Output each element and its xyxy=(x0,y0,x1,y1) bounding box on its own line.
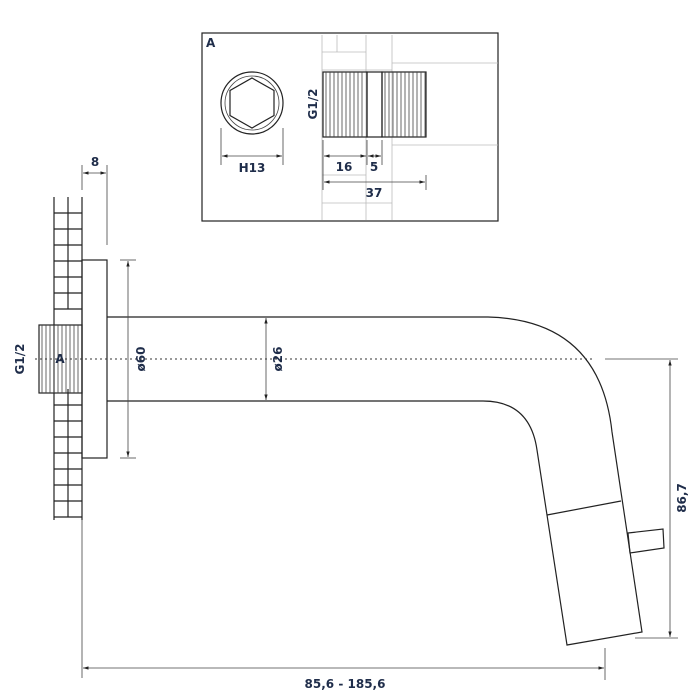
rosette-depth-dim: 8 xyxy=(91,155,99,169)
dim-16: 16 xyxy=(336,160,353,174)
hex-socket-icon xyxy=(220,71,284,135)
aerator-band xyxy=(546,500,622,516)
threaded-fitting xyxy=(322,71,427,138)
detail-a-box: A H13 G1/2 16 5 37 xyxy=(201,32,499,222)
pipe-diameter-dim: ø26 xyxy=(271,347,285,372)
spout-body xyxy=(107,316,643,646)
projection-dim: 85,6 - 185,6 xyxy=(305,677,386,691)
dim-5: 5 xyxy=(370,160,378,174)
rosette-diameter-dim: ø60 xyxy=(134,347,148,372)
height-dim: 86,7 xyxy=(675,483,689,513)
spout-knob xyxy=(627,528,665,554)
detail-thread-label: G1/2 xyxy=(306,89,320,120)
detail-label: A xyxy=(206,36,216,50)
wall-thread-label: G1/2 xyxy=(13,344,27,375)
hex-dim-label: H13 xyxy=(239,161,266,175)
dim-37: 37 xyxy=(366,186,383,200)
